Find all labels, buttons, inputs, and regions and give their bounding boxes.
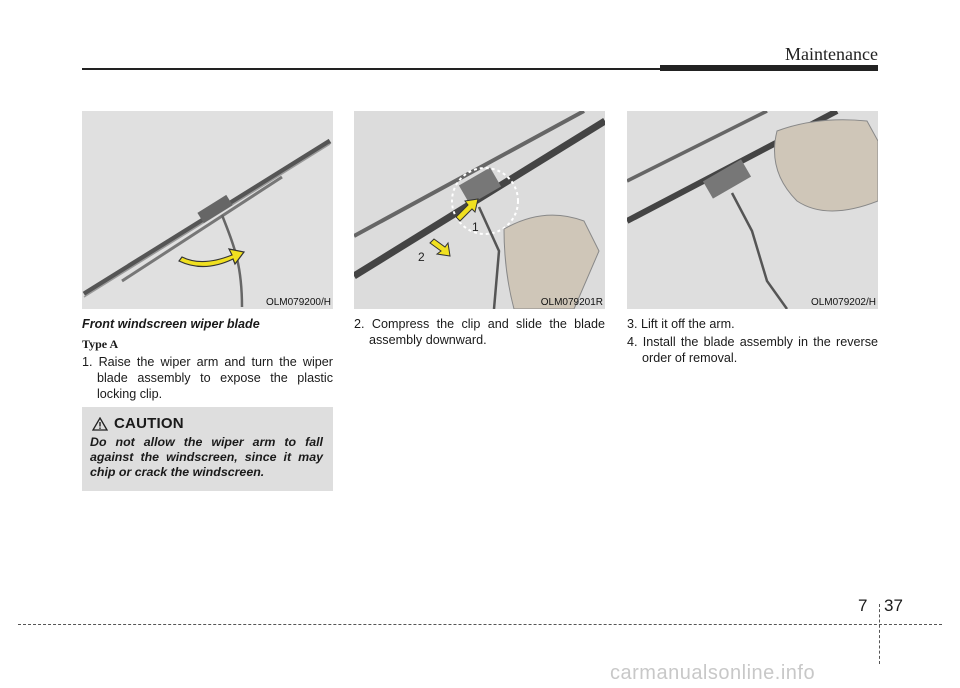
column-1-text: Front windscreen wiper blade Type A 1. R… (82, 316, 333, 404)
figure-wiper-raise (82, 111, 333, 309)
wiper-blade-illustration (354, 111, 605, 309)
figure-2-caption: OLM079201R (540, 297, 603, 308)
figure-3-caption: OLM079202/H (810, 297, 876, 308)
chapter-number: 7 (858, 596, 868, 615)
step-4: 4. Install the blade assembly in the rev… (627, 335, 878, 365)
footer-rule (18, 624, 942, 625)
figure-wiper-clip: 1 2 (354, 111, 605, 309)
type-label: Type A (82, 337, 119, 351)
step-label-2: 2 (418, 250, 425, 264)
header-bar (660, 65, 878, 71)
footer-divider (879, 604, 880, 664)
rotate-arrow-icon (178, 248, 246, 268)
caution-text: Do not allow the wiper arm to fall again… (90, 435, 323, 479)
page-number: 37 (884, 596, 903, 615)
watermark: carmanualsonline.info (610, 662, 816, 684)
page-header-title: Maintenance (785, 44, 878, 64)
step-3: 3. Lift it off the arm. (627, 317, 735, 331)
column-2-text: 2. Compress the clip and slide the blade… (354, 316, 605, 350)
clip-detail-circle (451, 167, 519, 235)
column-3-text: 3. Lift it off the arm. 4. Install the b… (627, 316, 878, 368)
section-title: Front windscreen wiper blade (82, 317, 260, 331)
caution-box: CAUTION Do not allow the wiper arm to fa… (82, 407, 333, 491)
wiper-blade-illustration (627, 111, 878, 309)
figure-1-caption: OLM079200/H (265, 297, 331, 308)
slide-arrow-icon (429, 238, 451, 257)
figure-wiper-lift (627, 111, 878, 309)
warning-triangle-icon (92, 416, 108, 431)
step-label-1: 1 (472, 220, 479, 234)
step-2: 2. Compress the clip and slide the blade… (354, 317, 605, 347)
step-1: 1. Raise the wiper arm and turn the wipe… (82, 355, 333, 401)
wiper-blade-illustration (82, 138, 332, 308)
caution-title: CAUTION (114, 415, 184, 432)
header-rule (82, 68, 878, 70)
push-arrow-icon (455, 198, 479, 222)
